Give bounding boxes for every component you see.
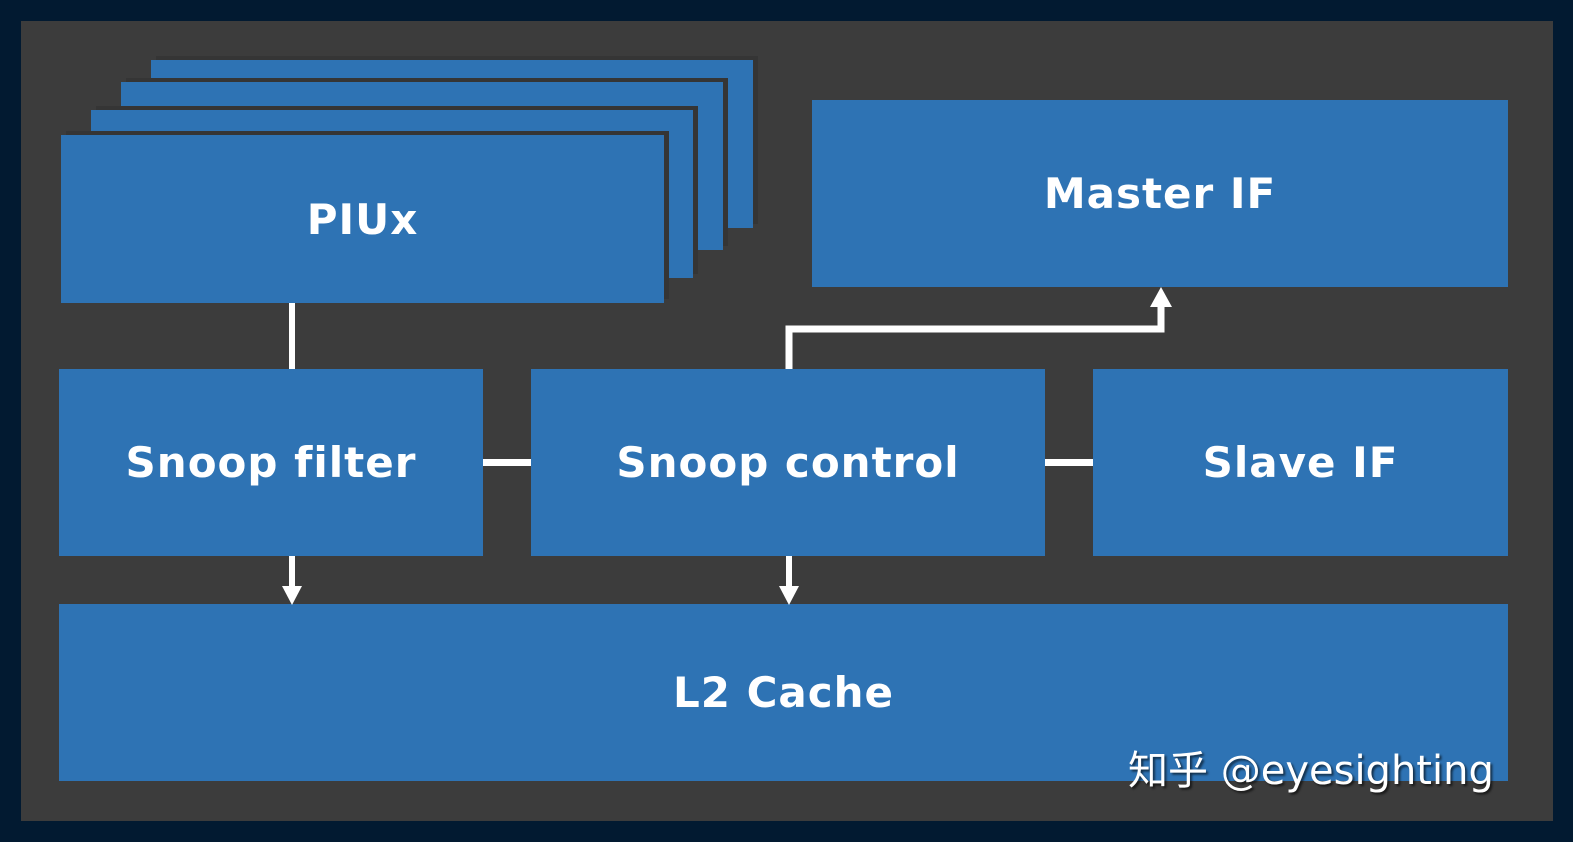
piux-label: PIUx: [306, 194, 419, 244]
snoop-filter-label: Snoop filter: [125, 438, 417, 487]
slave-if-label: Slave IF: [1202, 438, 1399, 487]
watermark-text: 知乎 @eyesighting: [1128, 748, 1494, 794]
master-if-label: Master IF: [1043, 169, 1277, 218]
snoop-filter-block: Snoop filter: [59, 369, 483, 556]
slave-if-block: Slave IF: [1093, 369, 1508, 556]
connector-snoop-control-slave-if: [1045, 459, 1093, 466]
l2-cache-label: L2 Cache: [672, 668, 895, 717]
master-if-block: Master IF: [812, 100, 1508, 287]
snoop-control-label: Snoop control: [616, 438, 960, 487]
connector-snoop-filter-snoop-control: [483, 459, 531, 466]
l2-cache-block: L2 Cache: [59, 604, 1508, 781]
connector-piux-snoop-filter: [289, 303, 295, 369]
snoop-control-block: Snoop control: [531, 369, 1045, 556]
piux-block: PIUx: [61, 135, 664, 303]
